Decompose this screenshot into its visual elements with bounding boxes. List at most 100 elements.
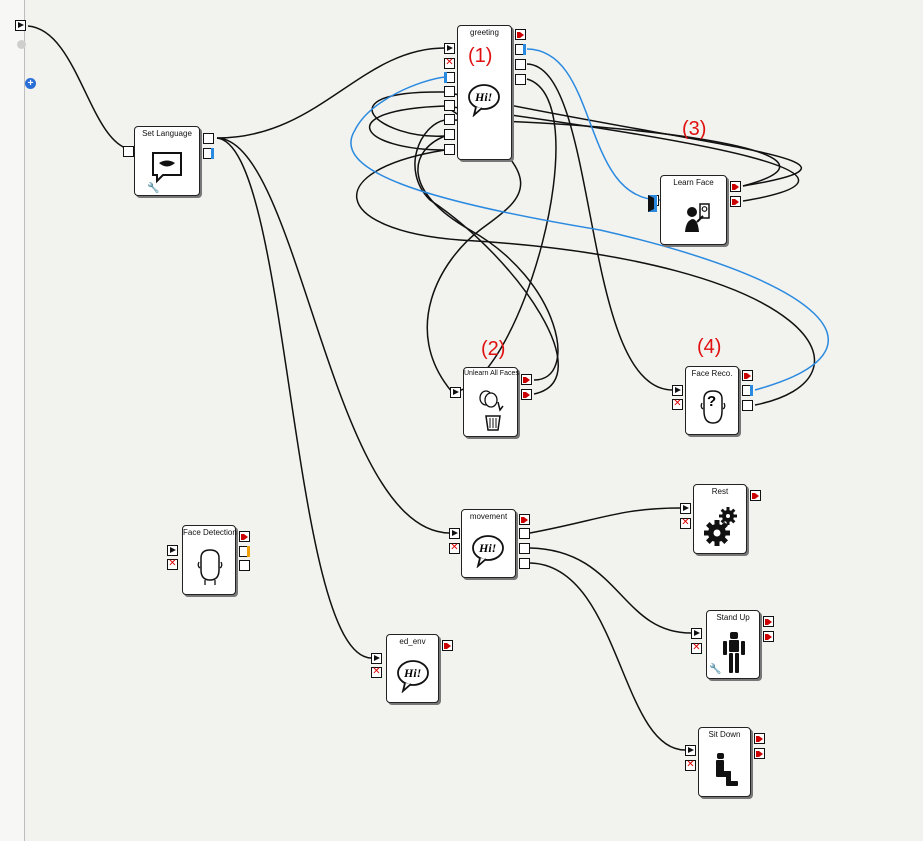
greeting-input-play[interactable] — [444, 43, 455, 54]
facereco-input-play[interactable] — [672, 385, 683, 396]
box-title: Unlearn All Faces — [464, 370, 519, 377]
start-input-port[interactable] — [15, 20, 26, 31]
greeting-input-7[interactable] — [444, 129, 455, 140]
greeting-output-4[interactable] — [515, 74, 526, 85]
box-title: Stand Up — [716, 613, 750, 622]
sitdown-output-1[interactable] — [754, 733, 765, 744]
box-stand-up[interactable]: Stand Up 🔧 — [706, 610, 760, 679]
sitdown-input-play[interactable] — [685, 745, 696, 756]
standup-input-play[interactable] — [691, 628, 702, 639]
facereco-output-2[interactable] — [742, 385, 753, 396]
annotation-3: (3) — [682, 118, 707, 140]
wire-learnface-loop-c — [444, 119, 781, 187]
facedetection-output-done[interactable] — [239, 531, 250, 542]
facedetection-output-2[interactable] — [239, 546, 250, 557]
hi-speech-bubble-icon — [472, 535, 504, 568]
greeting-input-4[interactable] — [444, 86, 455, 97]
annotation-1: (1) — [468, 45, 493, 67]
edenv-input-stop[interactable] — [371, 666, 382, 678]
sitdown-output-2[interactable] — [754, 748, 765, 759]
unlearn-input[interactable] — [450, 387, 461, 398]
setlanguage-output-2[interactable] — [203, 148, 214, 159]
wire-learnface-loop-a — [371, 91, 802, 187]
standup-output-2[interactable] — [763, 631, 774, 642]
movement-input-stop[interactable] — [449, 542, 460, 554]
facereco-output-3[interactable] — [742, 400, 753, 411]
rest-input-stop[interactable] — [680, 517, 691, 529]
greeting-input-stop[interactable] — [444, 57, 455, 69]
movement-input-play[interactable] — [449, 528, 460, 539]
wire-movement-to-rest — [529, 507, 681, 534]
greeting-output-2[interactable] — [515, 44, 526, 55]
wire-facereco-out3-loop — [356, 149, 816, 406]
setlanguage-output-1[interactable] — [203, 133, 214, 144]
box-ed-env[interactable]: ed_env Hi! — [386, 634, 439, 703]
learnface-input[interactable] — [648, 195, 659, 212]
wire-setlanguage-to-movement — [216, 137, 450, 534]
box-set-language[interactable]: Set Language 🔧 — [134, 126, 200, 196]
hi-text: Hi! — [475, 90, 493, 104]
box-title: Set Language — [142, 129, 192, 138]
box-unlearn-all-faces[interactable]: Unlearn All Faces — [463, 367, 519, 437]
learnface-output-1[interactable] — [730, 181, 741, 192]
greeting-input-3[interactable] — [444, 72, 455, 83]
box-title: movement — [469, 512, 508, 521]
box-movement[interactable]: movement Hi! — [461, 509, 516, 578]
box-learn-face[interactable]: Learn Face — [660, 175, 727, 245]
movement-output-3[interactable] — [519, 543, 530, 554]
facedetection-input-stop[interactable] — [167, 558, 178, 570]
box-title: Face Reco. — [691, 369, 733, 378]
box-title: Sit Down — [708, 730, 741, 739]
facereco-input-stop[interactable] — [672, 398, 683, 410]
learnface-output-2[interactable] — [730, 196, 741, 207]
wrench-icon: 🔧 — [709, 664, 722, 675]
box-title: Rest — [711, 487, 729, 496]
gear-icon — [17, 40, 26, 49]
add-icon[interactable]: + — [25, 78, 36, 89]
box-sit-down[interactable]: Sit Down — [698, 727, 751, 797]
greeting-input-5[interactable] — [444, 100, 455, 111]
greeting-output-done[interactable] — [515, 29, 526, 40]
wire-movement-to-sitdown — [529, 562, 686, 751]
rest-input-play[interactable] — [680, 503, 691, 514]
sitdown-input-stop[interactable] — [685, 759, 696, 771]
face-outline-icon — [197, 549, 223, 585]
gears-icon — [704, 507, 737, 546]
standing-robot-icon — [723, 632, 745, 673]
greeting-output-3[interactable] — [515, 59, 526, 70]
greeting-input-6[interactable] — [444, 114, 455, 125]
standup-input-stop[interactable] — [691, 642, 702, 654]
unlearn-output-1[interactable] — [521, 374, 532, 385]
question-mark: ? — [707, 393, 717, 410]
box-face-detection[interactable]: Face Detection — [182, 525, 237, 595]
wire-greeting-out3-to-facereco — [526, 63, 673, 391]
box-title: Learn Face — [673, 178, 714, 187]
box-face-reco[interactable]: Face Reco. ? — [685, 366, 739, 435]
wire-highlight-facereco-to-greeting — [350, 76, 829, 391]
box-rest[interactable]: Rest — [693, 484, 747, 554]
greeting-input-8[interactable] — [444, 144, 455, 155]
box-greeting[interactable]: greeting Hi! — [457, 25, 512, 160]
wire-setlanguage-to-greeting — [216, 47, 446, 139]
facereco-output-1[interactable] — [742, 370, 753, 381]
rest-output-done[interactable] — [750, 490, 761, 501]
hi-text: Hi! — [479, 541, 497, 555]
edenv-output-done[interactable] — [442, 640, 453, 651]
setlanguage-input[interactable] — [123, 146, 134, 157]
edenv-input-play[interactable] — [371, 653, 382, 664]
annotation-2: (2) — [481, 338, 506, 360]
facedetection-output-3[interactable] — [239, 560, 250, 571]
facedetection-input-play[interactable] — [167, 545, 178, 556]
wrench-icon: 🔧 — [147, 183, 160, 194]
wire-unlearn-loop — [426, 105, 522, 393]
box-title: Face Detection — [183, 528, 237, 537]
movement-output-2[interactable] — [519, 528, 530, 539]
movement-output-done[interactable] — [519, 514, 530, 525]
standup-output-1[interactable] — [763, 616, 774, 627]
movement-output-4[interactable] — [519, 558, 530, 569]
unlearn-output-2[interactable] — [521, 389, 532, 400]
speech-bubble-lips-icon — [152, 152, 182, 184]
box-title: ed_env — [399, 637, 426, 646]
